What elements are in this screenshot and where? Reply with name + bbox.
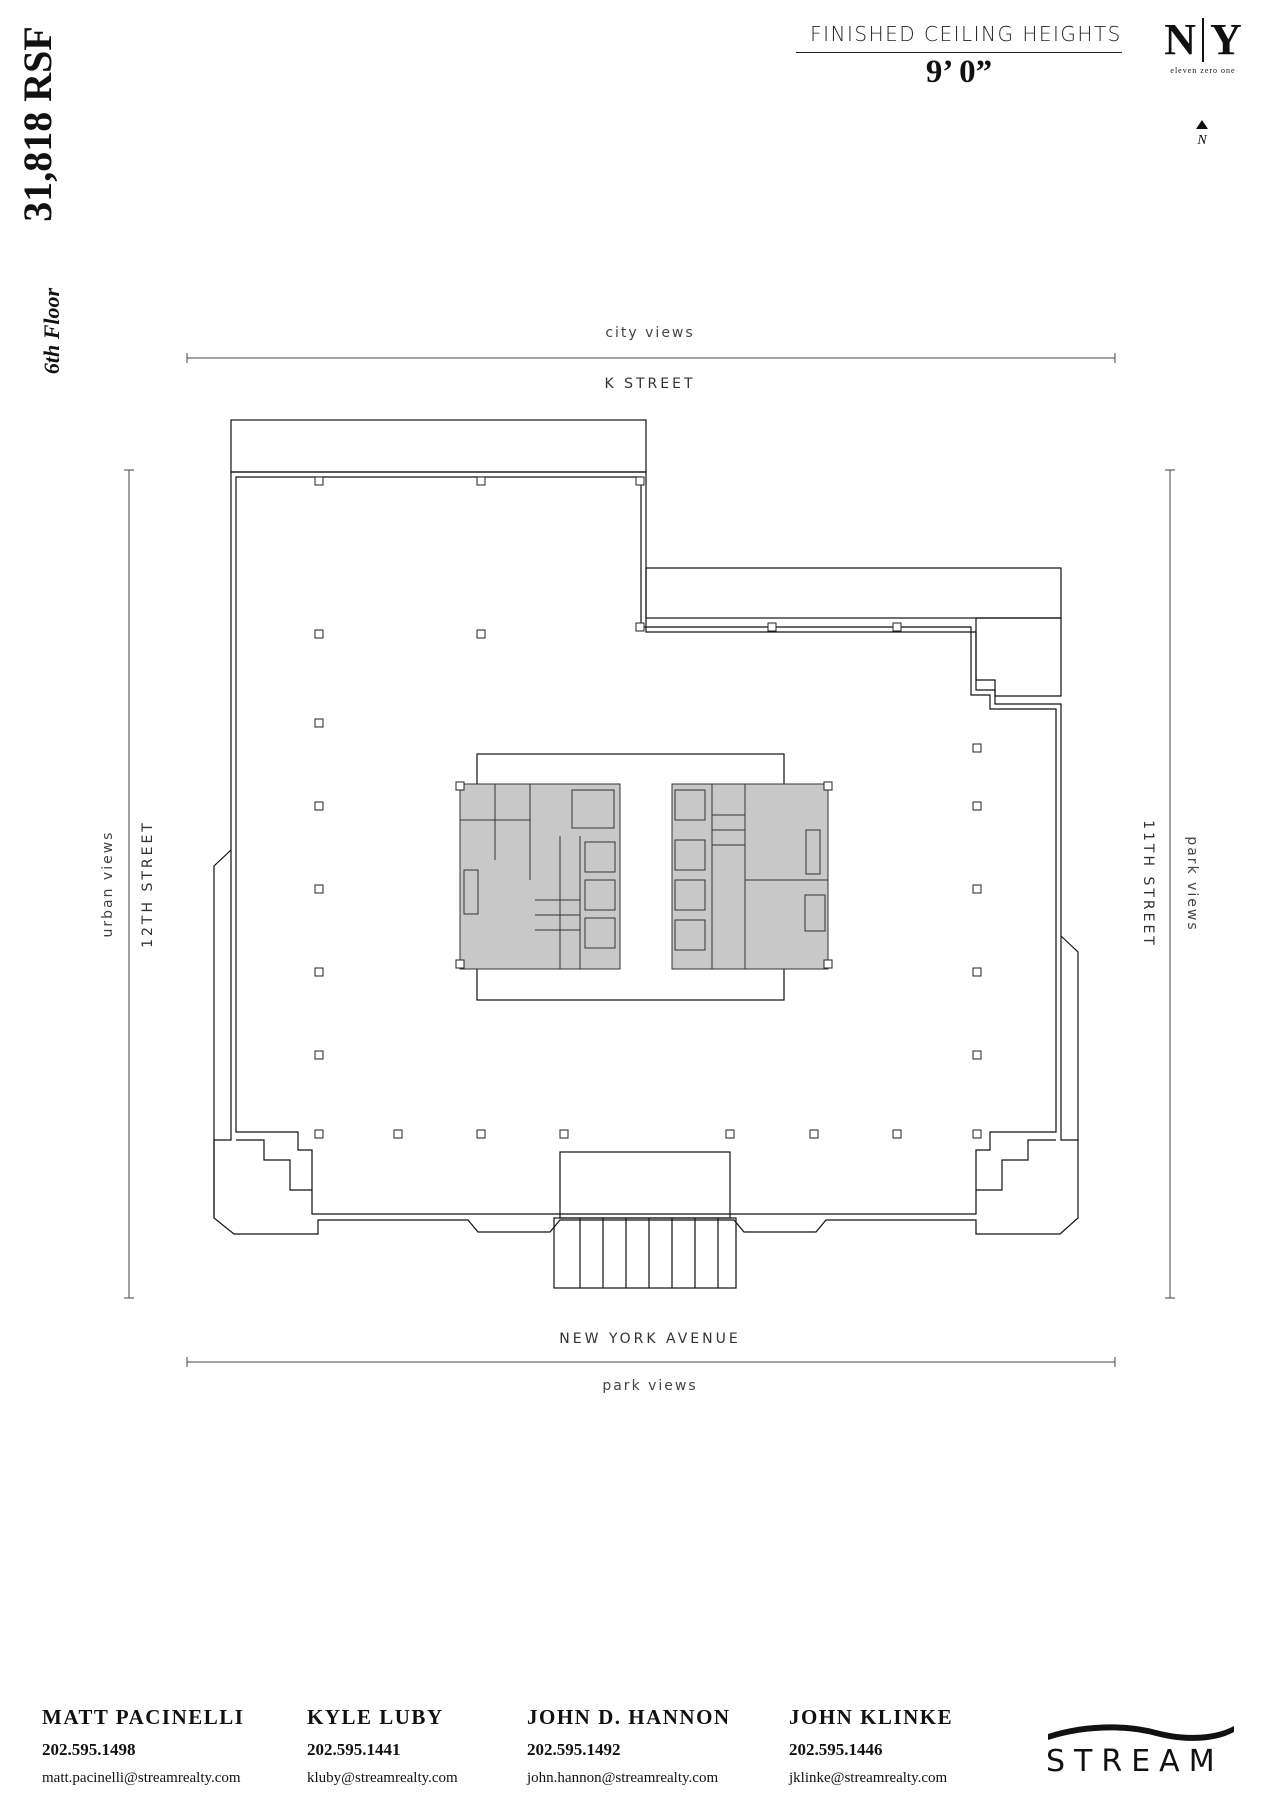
wave-icon [1048, 1724, 1234, 1741]
building-logo: N Y eleven zero one [1158, 15, 1248, 76]
roof-projection-right [645, 567, 1062, 619]
contact-name: KYLE LUBY [307, 1705, 444, 1729]
contact-name: MATT PACINELLI [42, 1705, 245, 1729]
contact-phone[interactable]: 202.595.1441 [307, 1740, 401, 1759]
north-label: N [1197, 133, 1207, 148]
view-label-bottom: park views [602, 1378, 698, 1394]
roof-projection-top [230, 419, 647, 473]
contact-card: JOHN D. HANNON 202.595.1492 john.hannon@… [527, 1705, 731, 1787]
contact-card: KYLE LUBY 202.595.1441 kluby@streamrealt… [307, 1705, 458, 1787]
contact-email[interactable]: matt.pacinelli@streamrealty.com [42, 1770, 241, 1786]
company-name: STREAM [1046, 1744, 1224, 1779]
outer-wall [213, 471, 1079, 1235]
contact-email[interactable]: john.hannon@streamrealty.com [527, 1770, 719, 1786]
contact-card: JOHN KLINKE 202.595.1446 jklinke@streamr… [789, 1705, 953, 1787]
inner-wall [235, 476, 1057, 1215]
ceiling-height-value: 9’ 0” [925, 54, 993, 90]
view-label-top: city views [605, 325, 695, 341]
stream-logo: STREAM [1046, 1720, 1236, 1780]
contact-card: MATT PACINELLI 202.595.1498 matt.pacinel… [42, 1705, 244, 1787]
ceiling-divider [796, 52, 1122, 53]
north-arrow: N [1190, 120, 1214, 148]
logo-letter-n: N [1164, 15, 1196, 64]
north-arrow-icon [1196, 120, 1208, 129]
contact-name: JOHN D. HANNON [527, 1705, 731, 1729]
contact-email[interactable]: jklinke@streamrealty.com [789, 1770, 948, 1786]
logo-tagline: eleven zero one [1170, 66, 1236, 75]
contact-name: JOHN KLINKE [789, 1705, 954, 1729]
logo-letter-y: Y [1210, 15, 1242, 64]
logo-divider [1202, 18, 1204, 62]
contact-email[interactable]: kluby@streamrealty.com [307, 1770, 458, 1786]
columns [314, 476, 982, 1139]
ceiling-heights-label: FINISHED CEILING HEIGHTS [810, 22, 1122, 46]
contact-phone[interactable]: 202.595.1498 [42, 1740, 136, 1759]
contact-phone[interactable]: 202.595.1492 [527, 1740, 621, 1759]
street-label-top: K STREET [604, 376, 696, 392]
building-core [459, 783, 829, 970]
contact-phone[interactable]: 202.595.1446 [789, 1740, 883, 1759]
entrance-canopy [559, 1151, 731, 1219]
street-label-bottom: NEW YORK AVENUE [559, 1331, 741, 1347]
